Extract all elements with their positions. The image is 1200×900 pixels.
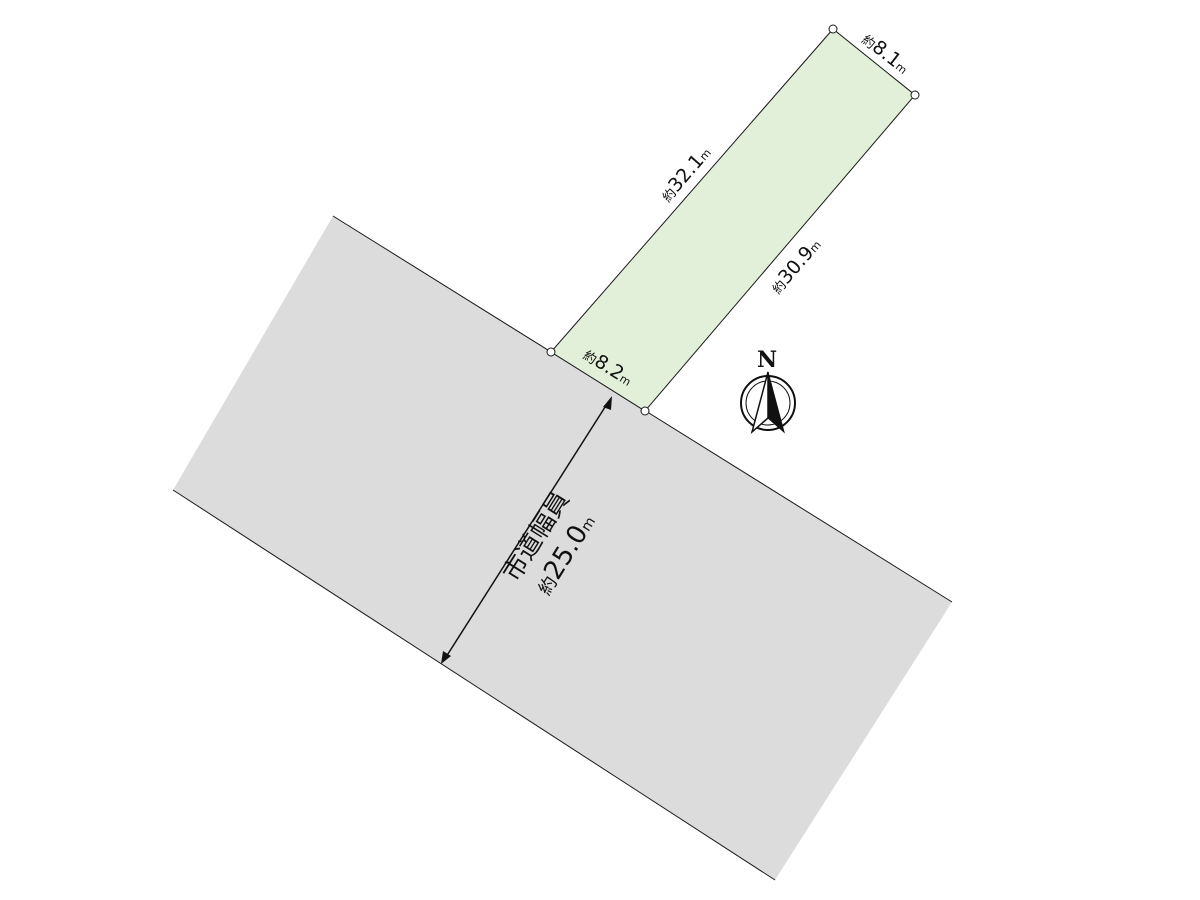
north-arrow-icon: N: [740, 347, 796, 435]
lot-corner-marker: [910, 90, 920, 100]
road-area: [173, 216, 952, 880]
road-width-arrow: [441, 396, 612, 664]
compass-letter: N: [757, 347, 777, 373]
lot-corner-marker: [546, 347, 556, 357]
lot-corner-marker: [828, 24, 838, 34]
lot-corner-marker: [640, 406, 650, 416]
road-edge-far: [172, 489, 776, 881]
